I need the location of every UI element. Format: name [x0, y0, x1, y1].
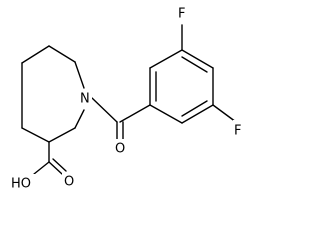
bond-aryl-5-inner — [181, 100, 208, 117]
bond-ring-n-bottom — [74, 109, 85, 129]
bond-ring-bottom-left — [21, 127, 50, 143]
bond-aryl-2 — [149, 49, 183, 69]
bond-carboxyl-oh — [33, 161, 50, 175]
molecule-structure: F F N O HO O — [10, 4, 245, 192]
bond-ring-n-top — [74, 61, 85, 89]
bond-aryl-6 — [149, 104, 183, 124]
nitrogen-label: N — [80, 92, 90, 107]
fluorine-label-right: F — [234, 124, 241, 139]
bond-ring-top-right — [48, 45, 76, 63]
bond-aryl-3 — [181, 49, 214, 69]
hydroxyl-label: HO — [11, 177, 31, 192]
bond-carboxyl-double-a — [48, 161, 63, 175]
acid-oxygen-label: O — [64, 175, 74, 190]
bond-carboxyl-double-b — [52, 158, 67, 172]
bond-ring-bottom — [48, 127, 76, 143]
bond-c-f-right — [212, 104, 237, 123]
bond-aryl-3-inner — [181, 56, 208, 73]
bond-n-carbonyl — [91, 97, 118, 123]
bond-aryl-5 — [181, 104, 214, 124]
atom-labels: F F N O HO O — [10, 4, 245, 192]
bond-ring-top-left — [21, 45, 50, 64]
bond-carbonyl-to-ring — [119, 104, 151, 123]
bonds — [21, 24, 237, 175]
fluorine-label-top: F — [178, 7, 185, 22]
carbonyl-oxygen-label: O — [115, 142, 125, 157]
